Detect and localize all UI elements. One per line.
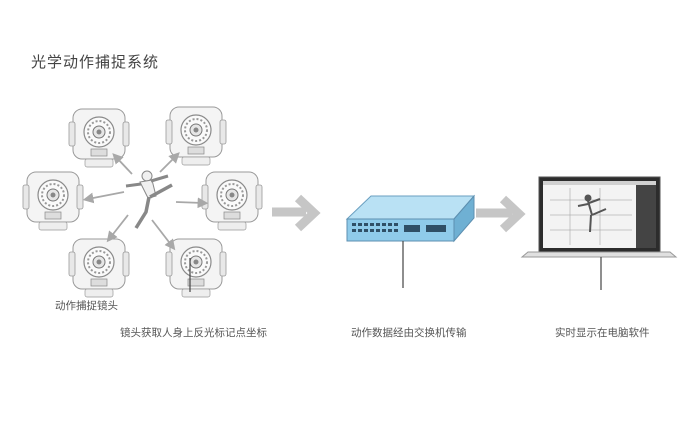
camera-icon xyxy=(165,238,227,298)
network-switch-icon xyxy=(345,194,476,243)
step-label-capture: 镜头获取人身上反光标记点坐标 xyxy=(120,327,267,339)
flow-arrow-2 xyxy=(476,195,526,233)
arrow-right-icon xyxy=(82,191,125,204)
actor-icon xyxy=(125,170,173,229)
camera-icon xyxy=(68,238,130,298)
camera-icon xyxy=(68,108,130,168)
flow-arrow-1 xyxy=(272,194,321,232)
camera-icon xyxy=(201,171,263,231)
arrow-right-icon xyxy=(175,197,209,209)
actor-icon xyxy=(577,194,607,233)
arrow-right-icon xyxy=(112,153,133,175)
step-label-display: 实时显示在电脑软件 xyxy=(555,327,650,339)
arrow-right-icon xyxy=(159,152,180,173)
arrow-right-icon xyxy=(106,214,129,243)
step-label-transfer: 动作数据经由交换机传输 xyxy=(351,327,467,339)
laptop-icon xyxy=(520,176,678,258)
page-title: 光学动作捕捉系统 xyxy=(31,53,160,71)
capture-arrows xyxy=(82,152,209,251)
arrow-right-icon xyxy=(151,219,176,251)
cameras-label: 动作捕捉镜头 xyxy=(55,300,118,312)
camera-icon xyxy=(22,171,84,231)
